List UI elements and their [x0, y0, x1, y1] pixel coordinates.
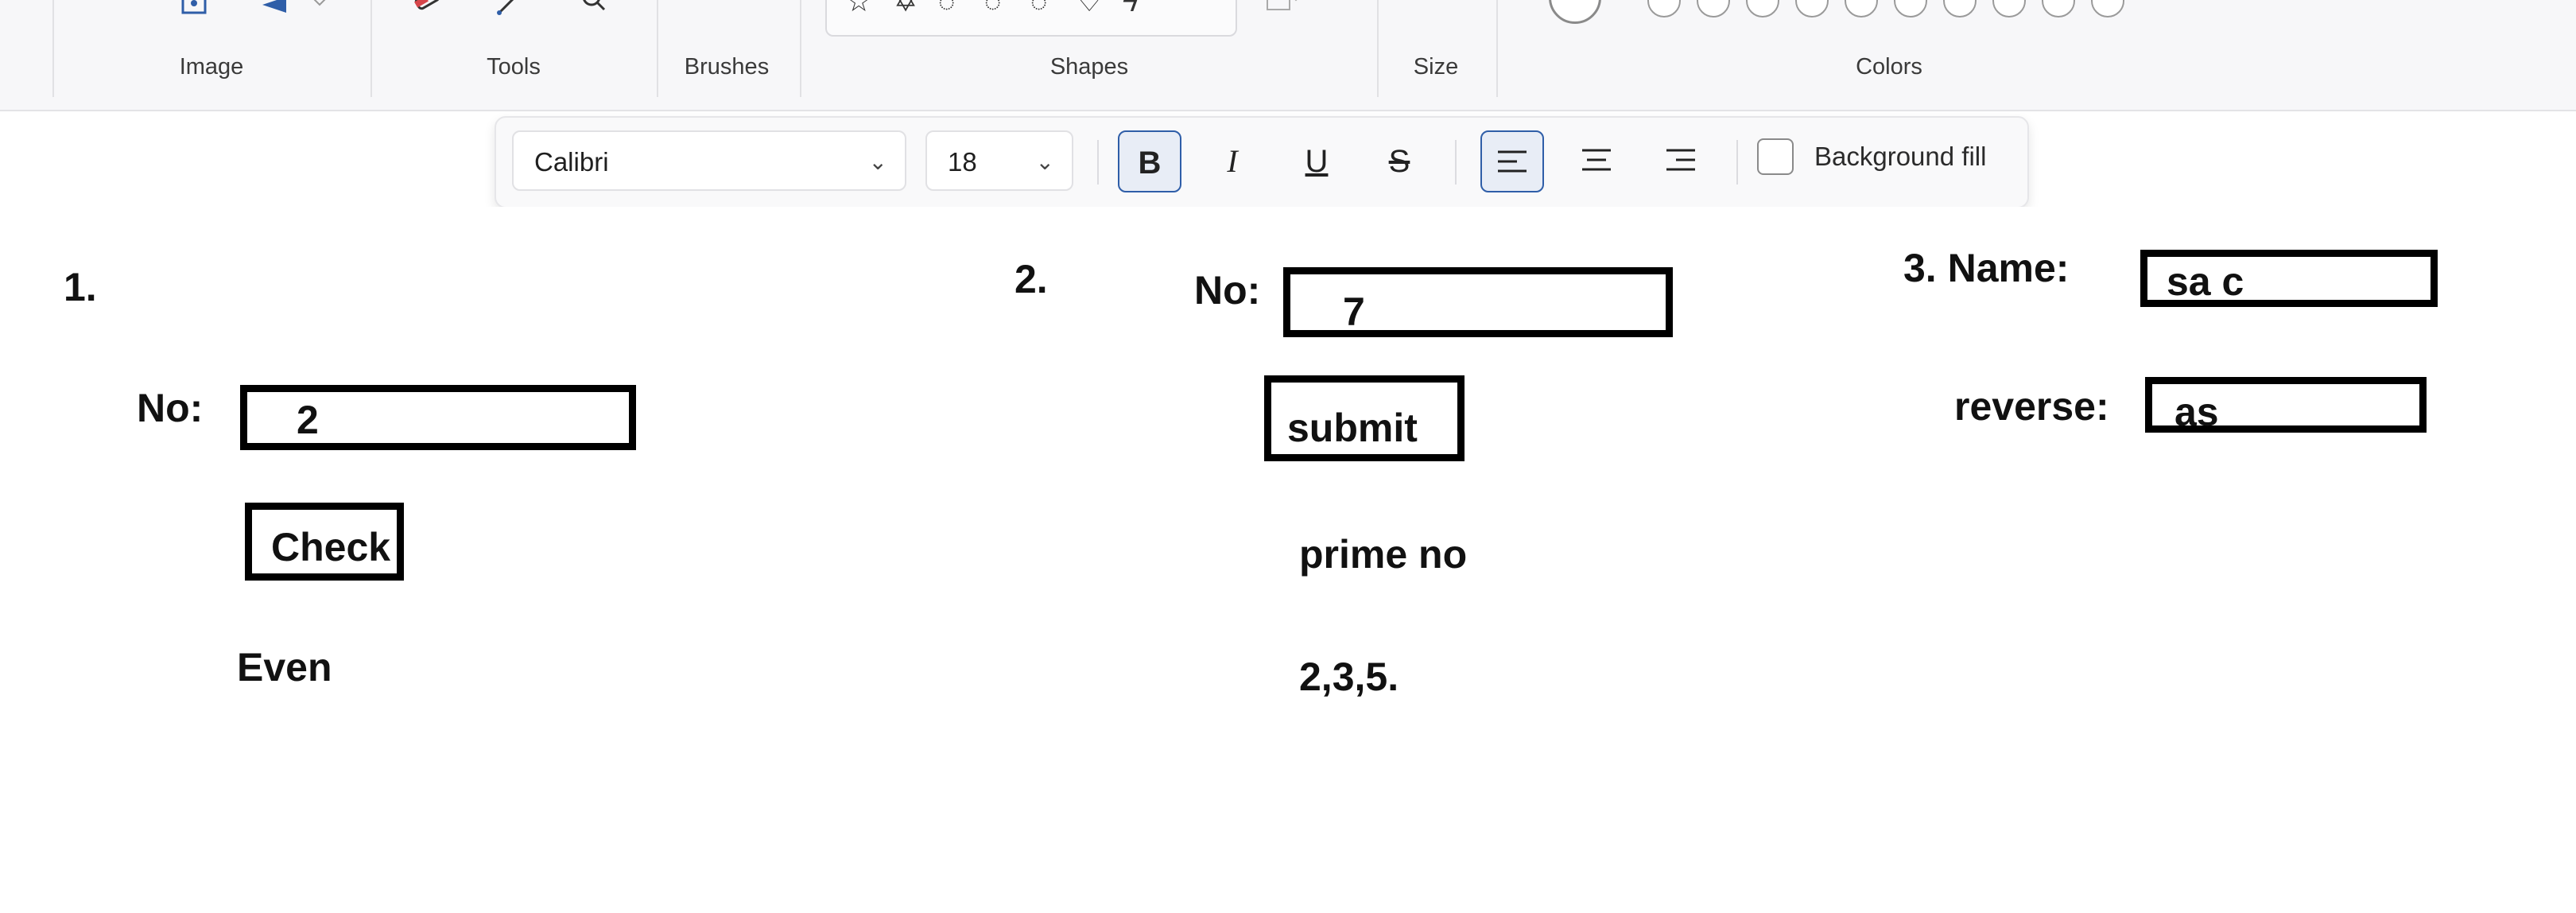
callout-round-shape-icon[interactable]: ◌ — [984, 0, 1002, 17]
q2-no-input-box: 7 — [1283, 267, 1673, 337]
q2-submit-label: submit — [1287, 406, 1418, 450]
ribbon-divider — [1377, 0, 1379, 97]
chevron-down-icon: ⌄ — [868, 150, 887, 174]
q1-no-input-box: 2 — [240, 385, 636, 450]
chevron-down-icon[interactable] — [310, 0, 329, 19]
ribbon-divider — [657, 0, 658, 97]
ribbon-divider — [370, 0, 372, 97]
color-swatch[interactable] — [1746, 0, 1779, 17]
font-size-value: 18 — [948, 147, 977, 177]
callout-cloud-shape-icon[interactable]: ◌ — [1030, 0, 1048, 17]
group-label-colors: Colors — [1856, 54, 1922, 80]
q2-result-label: prime no — [1299, 532, 1468, 577]
align-center-icon — [1582, 149, 1611, 171]
background-fill-label: Background fill — [1814, 142, 1987, 171]
align-center-button[interactable] — [1565, 130, 1628, 192]
heart-shape-icon[interactable]: ♡ — [1077, 0, 1103, 17]
color-swatch[interactable] — [1943, 0, 1977, 17]
text-formatting-toolbar: Calibri ⌄ 18 ⌄ B I U S — [495, 116, 2029, 208]
font-size-dropdown[interactable]: 18 ⌄ — [925, 130, 1073, 191]
ribbon-divider — [1496, 0, 1498, 97]
color-swatch[interactable] — [1647, 0, 1681, 17]
strikethrough-button[interactable]: S — [1388, 144, 1410, 179]
underline-button[interactable]: U — [1305, 144, 1329, 179]
group-label-brushes: Brushes — [684, 54, 770, 80]
star-shape-icon[interactable]: ☆ — [846, 0, 872, 17]
shapes-gallery[interactable]: ☆ ✡ ◌ ◌ ◌ ♡ ϟ — [825, 0, 1237, 37]
magnifier-icon[interactable] — [577, 0, 612, 19]
toolbar-divider — [1736, 140, 1738, 185]
q1-no-label: No: — [137, 386, 204, 430]
rotate-icon[interactable] — [259, 0, 294, 19]
color-swatch[interactable] — [2091, 0, 2124, 17]
color-swatch[interactable] — [1697, 0, 1730, 17]
color-swatch[interactable] — [2042, 0, 2075, 17]
color-swatch[interactable] — [1795, 0, 1829, 17]
q1-check-button-box: Check — [245, 503, 404, 581]
chevron-down-icon: ⌄ — [1035, 150, 1054, 174]
group-label-image: Image — [179, 54, 244, 80]
align-right-icon — [1666, 149, 1695, 171]
q3-name-input-box: sa c — [2140, 250, 2438, 307]
bold-button[interactable]: B — [1118, 130, 1181, 192]
align-left-icon — [1498, 150, 1527, 173]
font-family-value: Calibri — [534, 147, 609, 177]
q2-submit-button-box: submit — [1264, 375, 1465, 461]
q1-number: 1. — [64, 265, 97, 309]
q2-number: 2. — [1014, 257, 1048, 301]
lightning-shape-icon[interactable]: ϟ — [1123, 0, 1139, 17]
toolbar-divider — [1097, 140, 1099, 185]
ribbon-divider — [52, 0, 54, 97]
align-right-button[interactable] — [1649, 130, 1713, 192]
group-label-tools: Tools — [487, 54, 541, 80]
q1-no-value: 2 — [297, 398, 319, 442]
shape-outline-icon[interactable] — [1266, 0, 1301, 19]
q1-result: Even — [237, 645, 332, 690]
color-swatch[interactable] — [1845, 0, 1878, 17]
align-left-button[interactable] — [1480, 130, 1544, 192]
callout-shape-icon[interactable]: ◌ — [938, 0, 956, 17]
ribbon-divider — [800, 0, 801, 97]
italic-button[interactable]: I — [1227, 143, 1238, 179]
q2-no-label: No: — [1194, 268, 1261, 313]
primary-color-swatch[interactable] — [1549, 0, 1601, 24]
q2-result-value: 2,3,5. — [1299, 655, 1399, 699]
color-swatch[interactable] — [1992, 0, 2026, 17]
ribbon: Image Tools Brushes ☆ ✡ ◌ ◌ ◌ ♡ ϟ Shapes… — [0, 0, 2576, 111]
toolbar-divider — [1455, 140, 1457, 185]
background-fill-checkbox[interactable] — [1757, 138, 1794, 175]
font-family-dropdown[interactable]: Calibri ⌄ — [512, 130, 906, 191]
q3-reverse-value: as — [2174, 390, 2219, 434]
color-picker-icon[interactable] — [493, 0, 528, 19]
group-label-shapes: Shapes — [1049, 54, 1129, 80]
star6-shape-icon[interactable]: ✡ — [894, 0, 918, 17]
image-select-icon[interactable] — [178, 0, 213, 19]
q2-no-value: 7 — [1343, 289, 1365, 334]
q3-name-value: sa c — [2167, 259, 2244, 304]
q3-reverse-input-box: as — [2145, 377, 2427, 433]
group-label-size: Size — [1413, 54, 1459, 80]
color-swatch[interactable] — [1894, 0, 1927, 17]
q3-name-label: 3. Name: — [1903, 246, 2070, 290]
q1-check-label: Check — [271, 525, 391, 569]
eraser-icon[interactable] — [412, 0, 447, 19]
q3-reverse-label: reverse: — [1954, 384, 2109, 429]
